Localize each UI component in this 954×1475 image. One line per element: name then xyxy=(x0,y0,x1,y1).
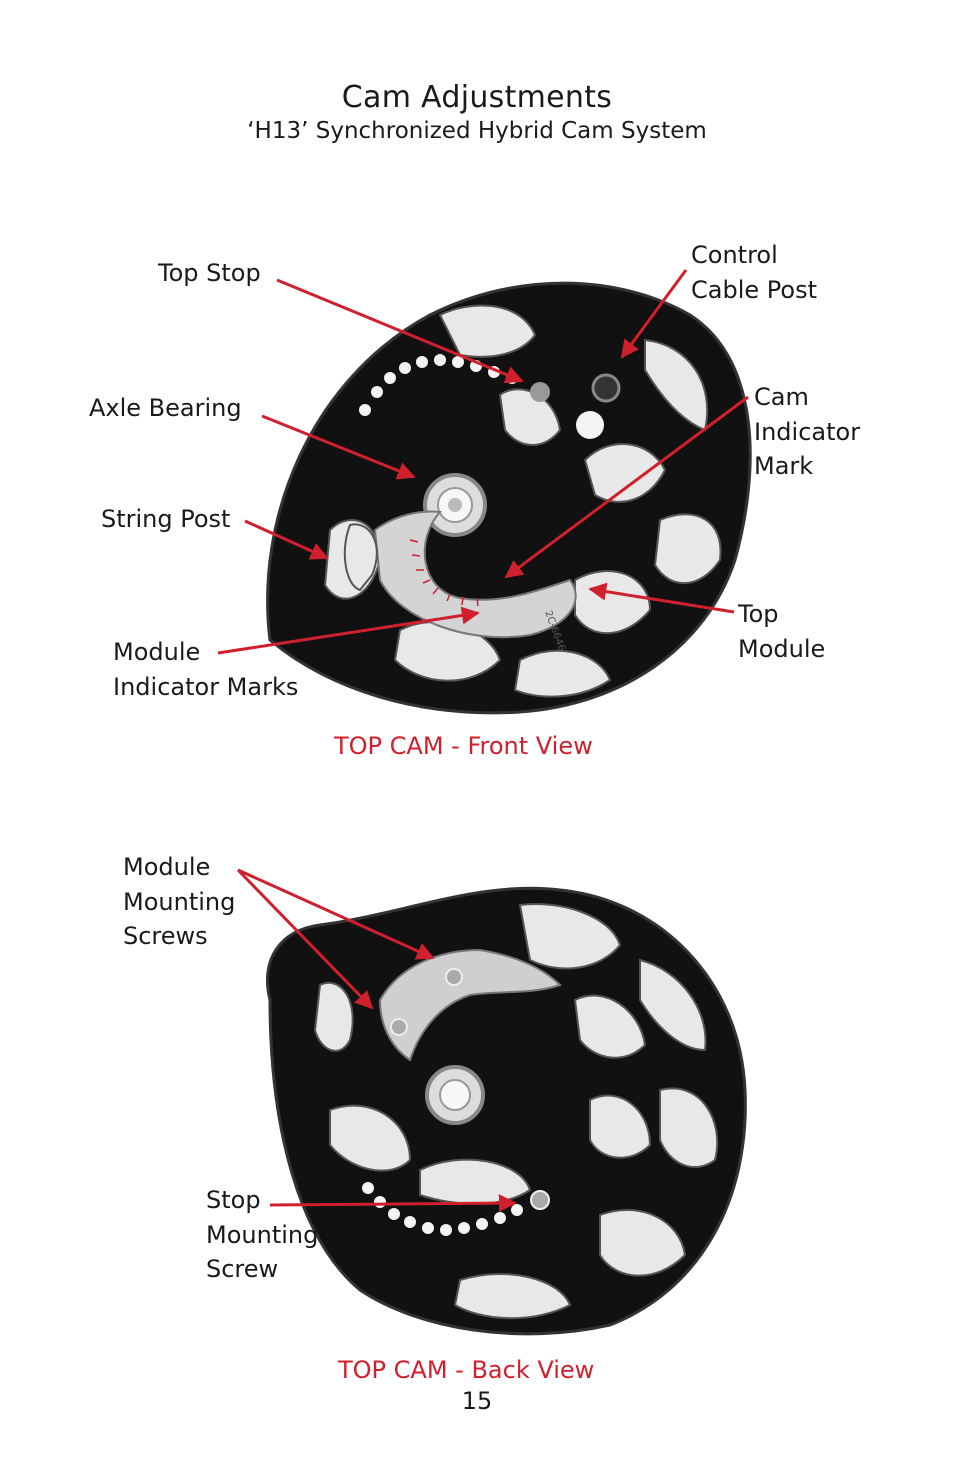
page-number: 15 xyxy=(461,1387,493,1415)
label-cam-indicator-mark: Cam Indicator Mark xyxy=(754,383,861,480)
label-string-post: String Post xyxy=(101,505,231,533)
label-top-stop: Top Stop xyxy=(158,259,261,287)
page-title: Cam Adjustments xyxy=(341,80,613,115)
back-cam-illustration xyxy=(265,886,747,1336)
back-view-arrows xyxy=(236,868,517,1213)
caption-front-view: TOP CAM - Front View xyxy=(334,732,593,760)
front-view-arrows xyxy=(217,269,749,655)
page-subtitle: ‘H13’ Synchronized Hybrid Cam System xyxy=(247,118,707,144)
label-module-indicator-marks: Module Indicator Marks xyxy=(113,638,299,701)
label-control-cable-post: Control Cable Post xyxy=(691,241,817,304)
front-cam-illustration: 2C-6646 xyxy=(266,281,752,715)
label-axle-bearing: Axle Bearing xyxy=(89,394,242,422)
caption-back-view: TOP CAM - Back View xyxy=(338,1356,595,1384)
label-top-module: Top Module xyxy=(738,600,826,663)
label-module-mounting-screws: Module Mounting Screws xyxy=(123,853,236,950)
label-stop-mounting-screw: Stop Mounting Screw xyxy=(206,1186,319,1283)
